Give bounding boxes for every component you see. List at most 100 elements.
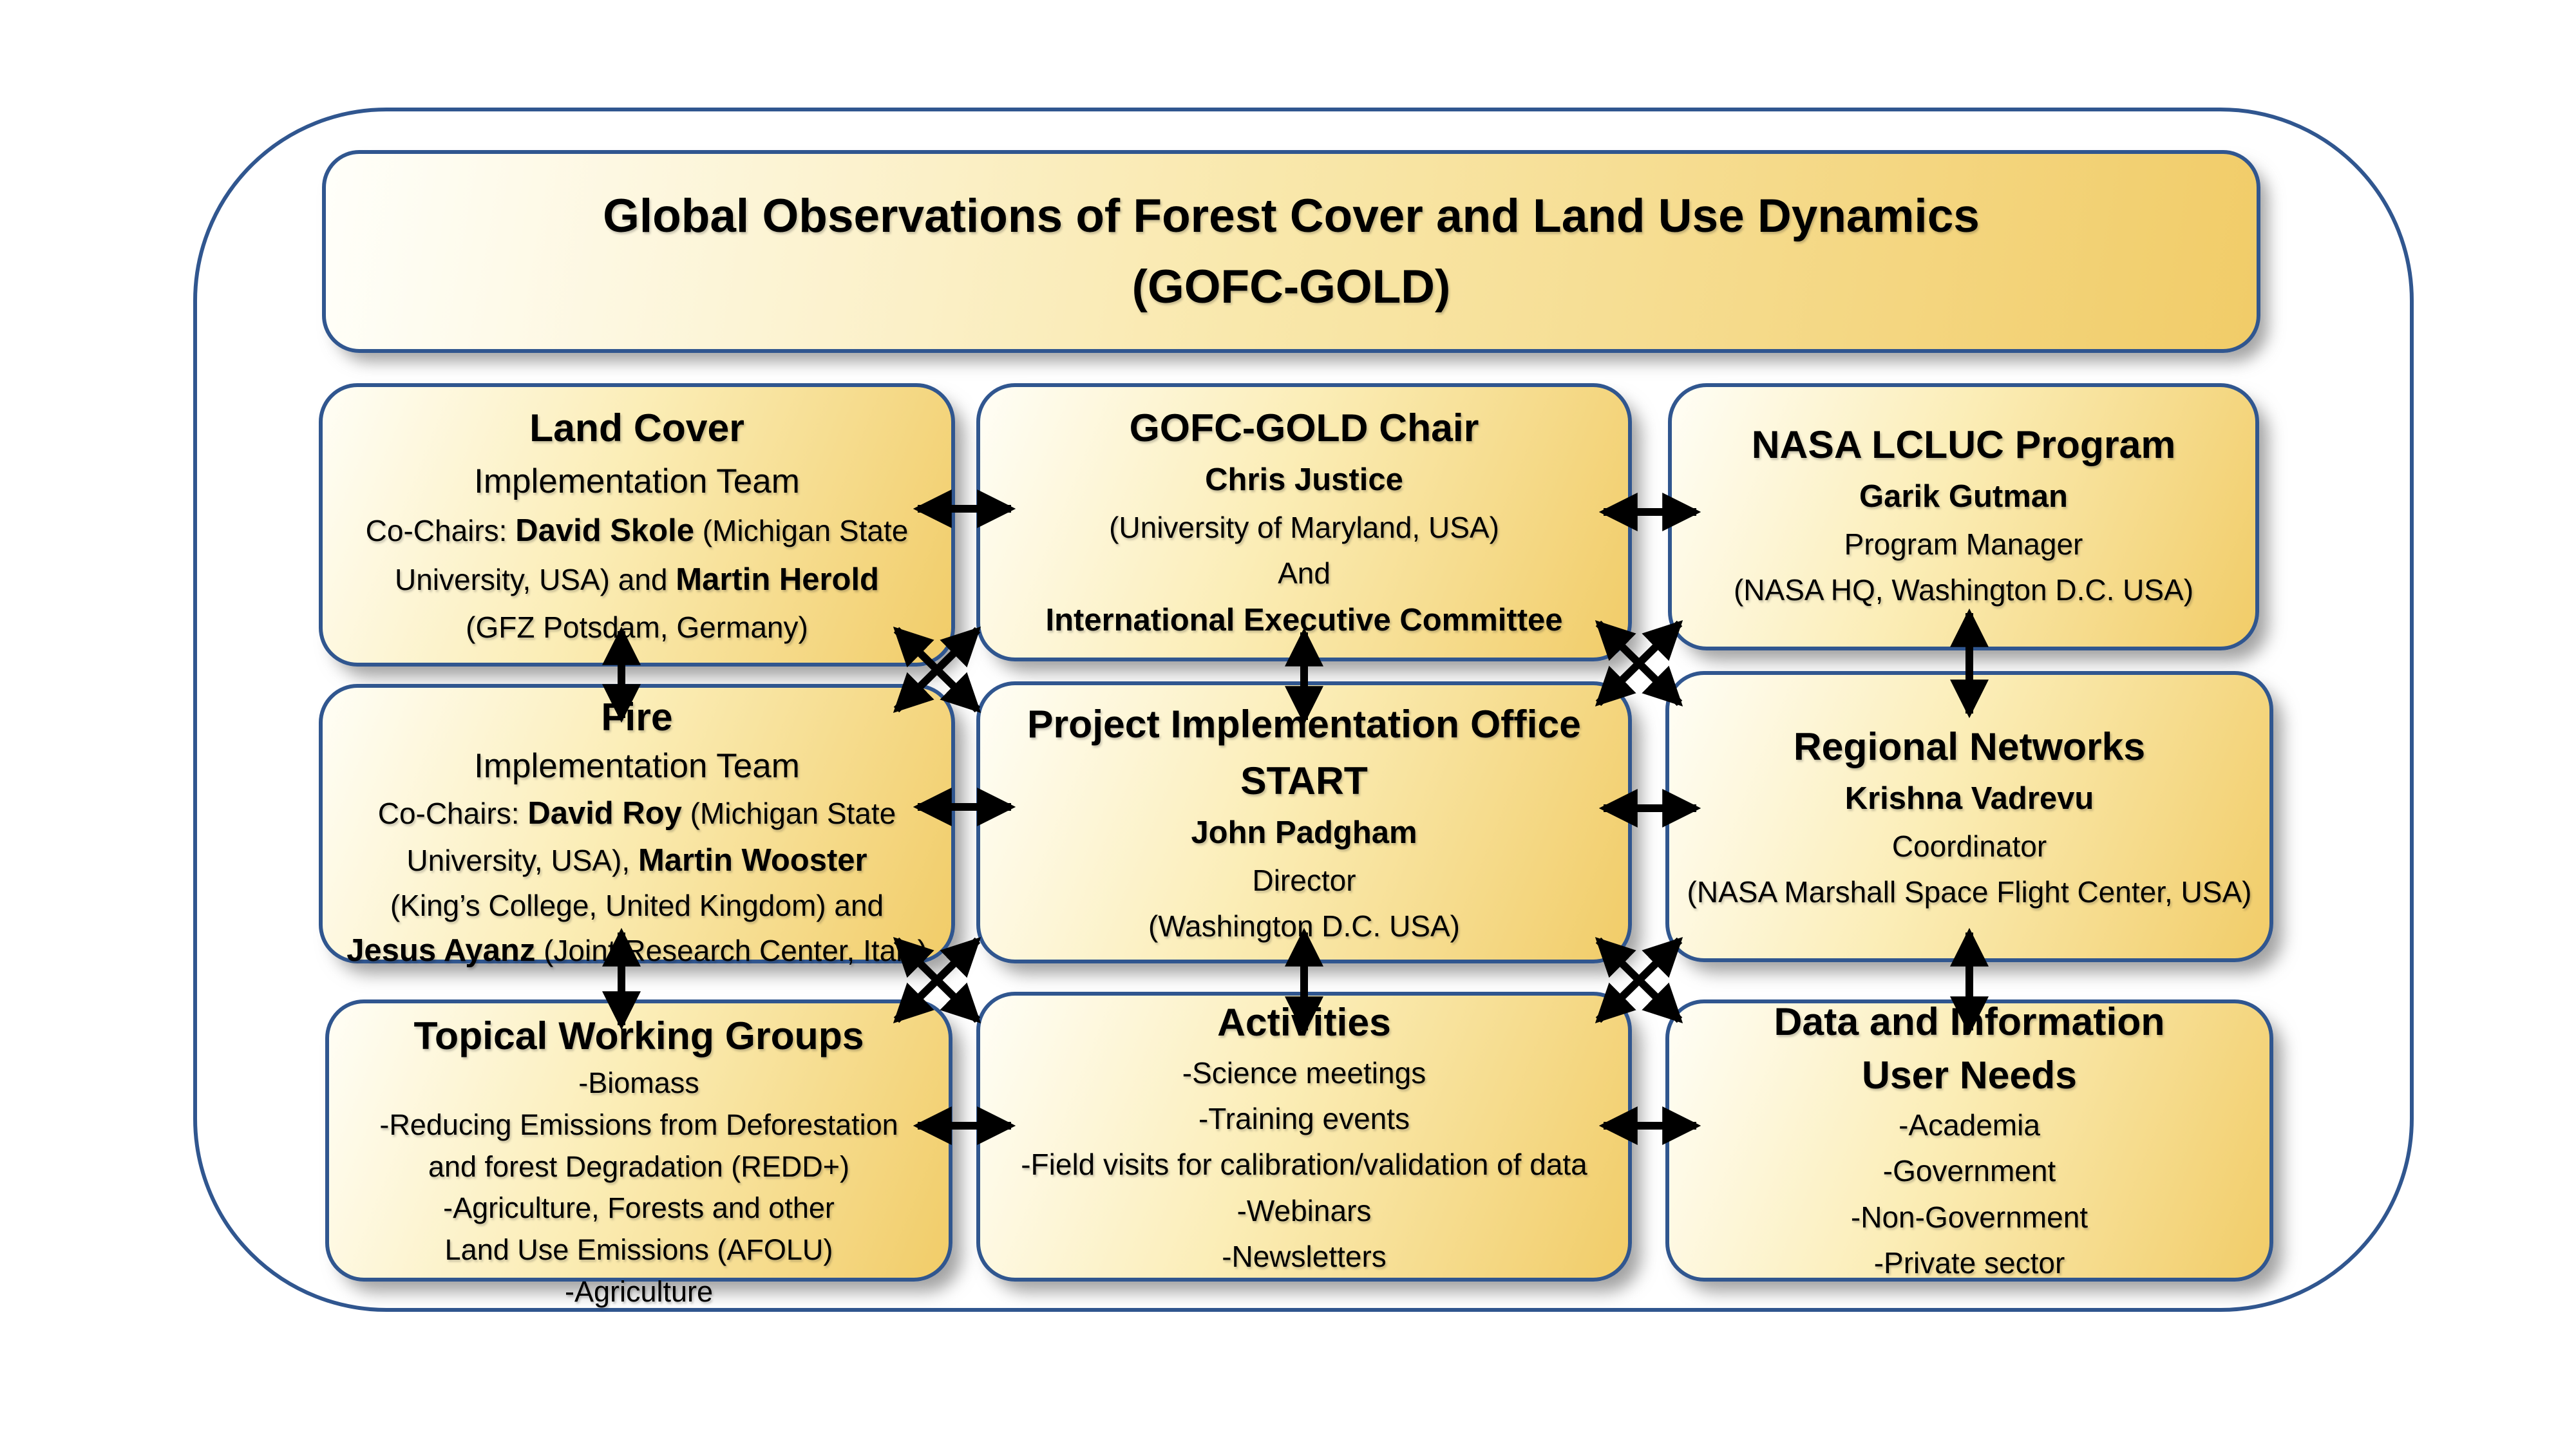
topical-working-groups-line: -Agriculture, Forests and other bbox=[443, 1188, 835, 1229]
topical-working-groups-line: -Reducing Emissions from Deforestation bbox=[379, 1104, 898, 1146]
text-run: Garik Gutman bbox=[1859, 479, 2068, 515]
text-run: -Biomass bbox=[578, 1066, 699, 1099]
project-implementation-office-line: START bbox=[1240, 752, 1368, 809]
topical-working-groups-line: -Agriculture bbox=[565, 1271, 713, 1313]
text-run: David Roy bbox=[527, 796, 682, 831]
text-run: University, USA) and bbox=[395, 563, 676, 597]
text-run: Project Implementation Office bbox=[1027, 701, 1581, 746]
diagram-subtitle: (GOFC-GOLD) bbox=[1132, 260, 1451, 313]
text-run: (Joint Research Center, Italy) bbox=[535, 934, 927, 968]
activities-line: -Field visits for calibration/validation… bbox=[1021, 1142, 1587, 1188]
land-cover-line: Land Cover bbox=[529, 399, 744, 456]
text-run: David Skole bbox=[515, 513, 694, 549]
text-run: User Needs bbox=[1862, 1053, 2077, 1097]
activities-line: Activities bbox=[1217, 994, 1391, 1050]
project-implementation-office-line: John Padgham bbox=[1191, 809, 1417, 858]
data-and-information-user-needs-line: -Private sector bbox=[1874, 1240, 2065, 1286]
text-run: (King’s College, United Kingdom) and bbox=[390, 889, 884, 923]
text-run: Topical Working Groups bbox=[413, 1014, 864, 1057]
text-run: (Washington D.C. USA) bbox=[1148, 909, 1460, 943]
data-and-information-user-needs-line: User Needs bbox=[1862, 1048, 2077, 1103]
fire-line: Fire bbox=[601, 692, 672, 743]
fire-line: Implementation Team bbox=[474, 743, 800, 790]
text-run: (Michigan State bbox=[694, 514, 909, 548]
activities-line: -Webinars bbox=[1237, 1188, 1372, 1234]
land-cover-line: Implementation Team bbox=[474, 456, 800, 507]
text-run: Fire bbox=[601, 695, 673, 739]
text-run: and forest Degradation (REDD+) bbox=[428, 1150, 850, 1183]
text-run: Krishna Vadrevu bbox=[1844, 781, 2094, 816]
text-run: (NASA HQ, Washington D.C. USA) bbox=[1733, 573, 2194, 607]
topical-working-groups-line: Topical Working Groups bbox=[413, 1010, 864, 1063]
text-run: -Agriculture, Forests and other bbox=[443, 1191, 835, 1225]
land-cover-line: Co-Chairs: David Skole (Michigan State bbox=[366, 507, 909, 556]
text-run: Regional Networks bbox=[1793, 724, 2146, 768]
text-run: International Executive Committee bbox=[1045, 603, 1563, 638]
text-run: Land Use Emissions (AFOLU) bbox=[444, 1233, 833, 1267]
text-run: Co-Chairs: bbox=[365, 514, 516, 548]
text-run: -Agriculture bbox=[564, 1274, 714, 1308]
land-cover-line: (GFZ Potsdam, Germany) bbox=[466, 605, 808, 650]
text-run: Activities bbox=[1217, 999, 1391, 1044]
box-activities: Activities -Science meetings -Training eve… bbox=[976, 992, 1632, 1282]
text-run: -Reducing Emissions from Deforestation bbox=[379, 1108, 898, 1141]
text-run: Implementation Team bbox=[474, 462, 800, 500]
title-box: Global Observations of Forest Cover and … bbox=[322, 150, 2260, 353]
topical-working-groups-line: Land Use Emissions (AFOLU) bbox=[445, 1229, 833, 1271]
text-run: Chris Justice bbox=[1205, 462, 1403, 497]
activities-line: -Newsletters bbox=[1222, 1234, 1387, 1280]
diagram-title: Global Observations of Forest Cover and … bbox=[603, 190, 1980, 242]
text-run: And bbox=[1278, 556, 1331, 590]
regional-networks-line: Regional Networks bbox=[1794, 718, 2145, 775]
nasa-lcluc-program-line: Garik Gutman bbox=[1859, 473, 2068, 522]
project-implementation-office-line: Director bbox=[1252, 858, 1356, 904]
nasa-lcluc-program-line: NASA LCLUC Program bbox=[1752, 416, 2176, 473]
text-run: Program Manager bbox=[1844, 527, 2083, 561]
land-cover-line: University, USA) and Martin Herold bbox=[395, 556, 879, 605]
data-and-information-user-needs-line: -Government bbox=[1883, 1148, 2056, 1194]
text-run: -Academia bbox=[1899, 1108, 2040, 1142]
text-run: University, USA), bbox=[406, 843, 638, 877]
text-run: (NASA Marshall Space Flight Center, USA) bbox=[1687, 875, 2252, 909]
text-run: START bbox=[1240, 758, 1368, 802]
project-implementation-office-line: (Washington D.C. USA) bbox=[1148, 904, 1460, 949]
text-run: -Newsletters bbox=[1222, 1239, 1387, 1273]
regional-networks-line: Coordinator bbox=[1892, 824, 2047, 869]
text-run: Co-Chairs: bbox=[377, 797, 528, 831]
text-run: GOFC-GOLD Chair bbox=[1129, 405, 1479, 450]
text-run: -Science meetings bbox=[1182, 1056, 1426, 1090]
fire-line: Jesus Ayanz (Joint Research Center, Ital… bbox=[346, 927, 927, 974]
nasa-lcluc-program-line: (NASA HQ, Washington D.C. USA) bbox=[1734, 567, 2193, 613]
regional-networks-line: (NASA Marshall Space Flight Center, USA) bbox=[1687, 869, 2252, 915]
text-run: -Field visits for calibration/validation… bbox=[1021, 1148, 1587, 1182]
text-run: Implementation Team bbox=[474, 746, 800, 785]
nasa-lcluc-program-line: Program Manager bbox=[1844, 522, 2083, 567]
fire-line: University, USA), Martin Wooster bbox=[406, 837, 867, 884]
text-run: John Padgham bbox=[1191, 815, 1417, 850]
data-and-information-user-needs-line: Data and Information bbox=[1774, 995, 2165, 1049]
gofc-gold-chair-line: (University of Maryland, USA) bbox=[1109, 505, 1499, 551]
activities-line: -Training events bbox=[1198, 1096, 1410, 1142]
topical-working-groups-line: -Biomass bbox=[578, 1063, 699, 1104]
text-run: -Webinars bbox=[1236, 1193, 1372, 1227]
text-run: -Non-Government bbox=[1850, 1200, 2088, 1234]
text-run: Martin Wooster bbox=[638, 842, 867, 878]
text-run: NASA LCLUC Program bbox=[1751, 422, 2176, 466]
regional-networks-line: Krishna Vadrevu bbox=[1845, 775, 2094, 824]
gofc-gold-chair-line: And bbox=[1278, 551, 1331, 596]
activities-line: -Science meetings bbox=[1182, 1050, 1426, 1096]
text-run: -Private sector bbox=[1873, 1246, 2065, 1280]
text-run: (GFZ Potsdam, Germany) bbox=[466, 611, 808, 645]
text-run: Land Cover bbox=[529, 405, 744, 450]
gofc-gold-chair-line: GOFC-GOLD Chair bbox=[1130, 399, 1479, 456]
text-run: Director bbox=[1252, 863, 1356, 897]
fire-line: Co-Chairs: David Roy (Michigan State bbox=[378, 790, 896, 837]
